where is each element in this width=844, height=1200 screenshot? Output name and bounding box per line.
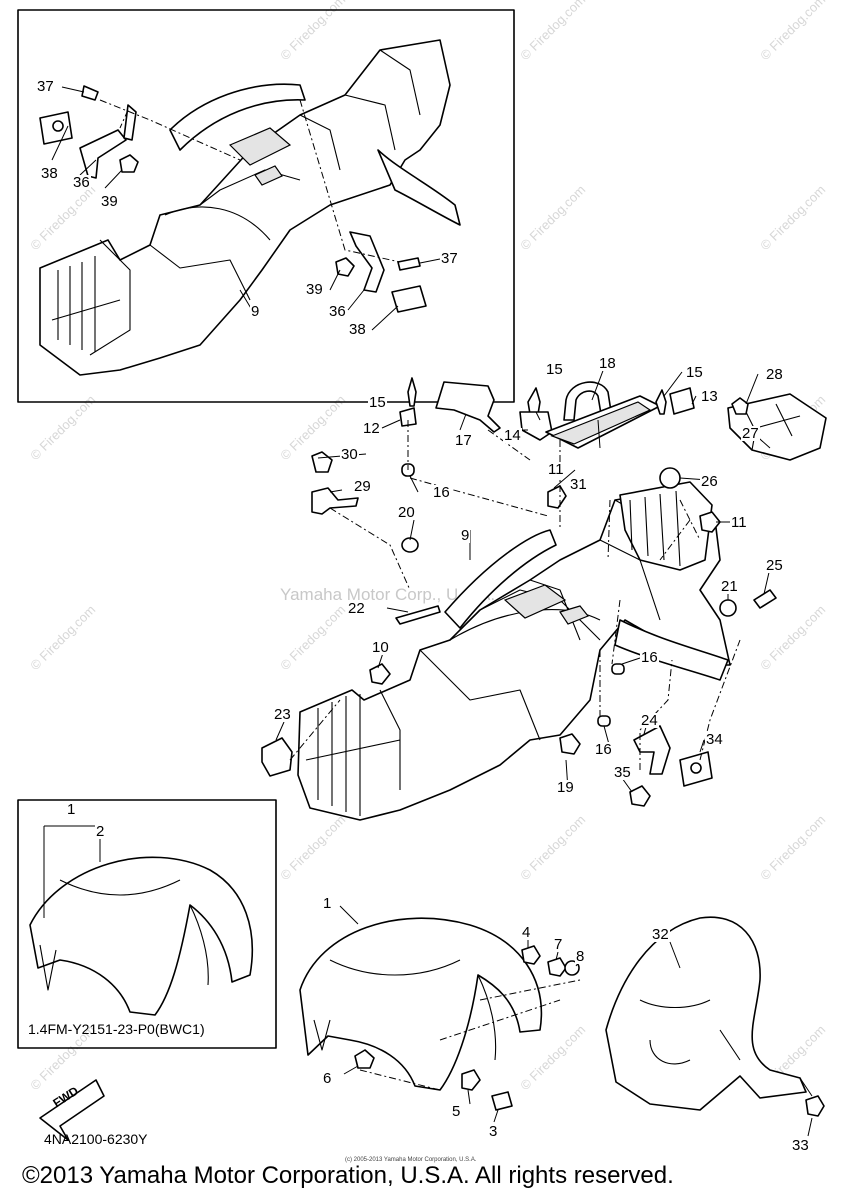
callout-label: 13	[700, 388, 719, 405]
rear-hugger-drawing	[605, 916, 825, 1137]
callout-label: 31	[569, 476, 588, 493]
callout-label: 10	[371, 639, 390, 656]
callout-label: 29	[353, 478, 372, 495]
callout-label: 32	[651, 926, 670, 943]
callout-label: 16	[432, 484, 451, 501]
fwd-arrow-icon	[39, 1079, 105, 1141]
callout-label: 33	[791, 1137, 810, 1154]
callout-label: 5	[451, 1103, 462, 1120]
callout-label: 11	[730, 514, 748, 531]
callout-label: 2	[95, 823, 106, 840]
top-inset-frame	[17, 9, 515, 403]
callout-label: 37	[440, 250, 459, 267]
callout-label: 23	[273, 706, 292, 723]
callout-label: 16	[594, 741, 613, 758]
callout-label: 28	[765, 366, 784, 383]
callout-label: 14	[503, 427, 522, 444]
callout-label: 4	[521, 924, 532, 941]
callout-label: 39	[305, 281, 324, 298]
callout-label: 15	[368, 394, 387, 411]
callout-label: 37	[36, 78, 55, 95]
callout-label: 7	[553, 936, 564, 953]
callout-label: 36	[72, 174, 91, 191]
front-fender-inset-drawing	[29, 825, 254, 1016]
callout-label: 1	[66, 801, 77, 818]
callout-label: 35	[613, 764, 632, 781]
callout-label: 34	[705, 731, 724, 748]
callout-label: 18	[598, 355, 617, 372]
callout-label: 8	[575, 948, 586, 965]
callout-label: 15	[545, 361, 564, 378]
front-fender-main-drawing	[299, 905, 581, 1123]
callout-label: 12	[362, 420, 381, 437]
inset-part-note: 1.4FM-Y2151-23-P0(BWC1)	[28, 1021, 205, 1037]
callout-label: 27	[741, 425, 760, 442]
callout-label: 36	[328, 303, 347, 320]
small-copyright: (c) 2005-2013 Yamaha Motor Corporation, …	[345, 1157, 477, 1163]
callout-label: 22	[347, 600, 366, 617]
diagram-code: 4NA2100-6230Y	[44, 1131, 148, 1147]
rear-fender-main-drawing	[261, 367, 827, 821]
callout-label: 9	[460, 527, 471, 544]
callout-label: 24	[640, 712, 659, 729]
callout-label: 17	[454, 432, 473, 449]
center-watermark: Yamaha Motor Corp., U.S.A.	[280, 585, 496, 604]
callout-label: 19	[556, 779, 575, 796]
callout-label: 3	[488, 1123, 499, 1140]
rear-fender-inset-drawing	[39, 39, 461, 376]
callout-label: 38	[40, 165, 59, 182]
callout-label: 16	[640, 649, 659, 666]
callout-label: 30	[340, 446, 359, 463]
callout-label: 21	[720, 578, 739, 595]
callout-label: 11	[547, 461, 565, 478]
callout-label: 25	[765, 557, 784, 574]
callout-label: 1	[322, 895, 333, 912]
callout-label: 39	[100, 193, 119, 210]
callout-label: 9	[250, 303, 261, 320]
copyright-footer: ©2013 Yamaha Motor Corporation, U.S.A. A…	[22, 1162, 674, 1189]
callout-label: 6	[322, 1070, 333, 1087]
callout-label: 20	[397, 504, 416, 521]
callout-label: 38	[348, 321, 367, 338]
callout-label: 15	[685, 364, 704, 381]
callout-label: 26	[700, 473, 719, 490]
front-fender-inset-frame	[17, 799, 277, 1049]
